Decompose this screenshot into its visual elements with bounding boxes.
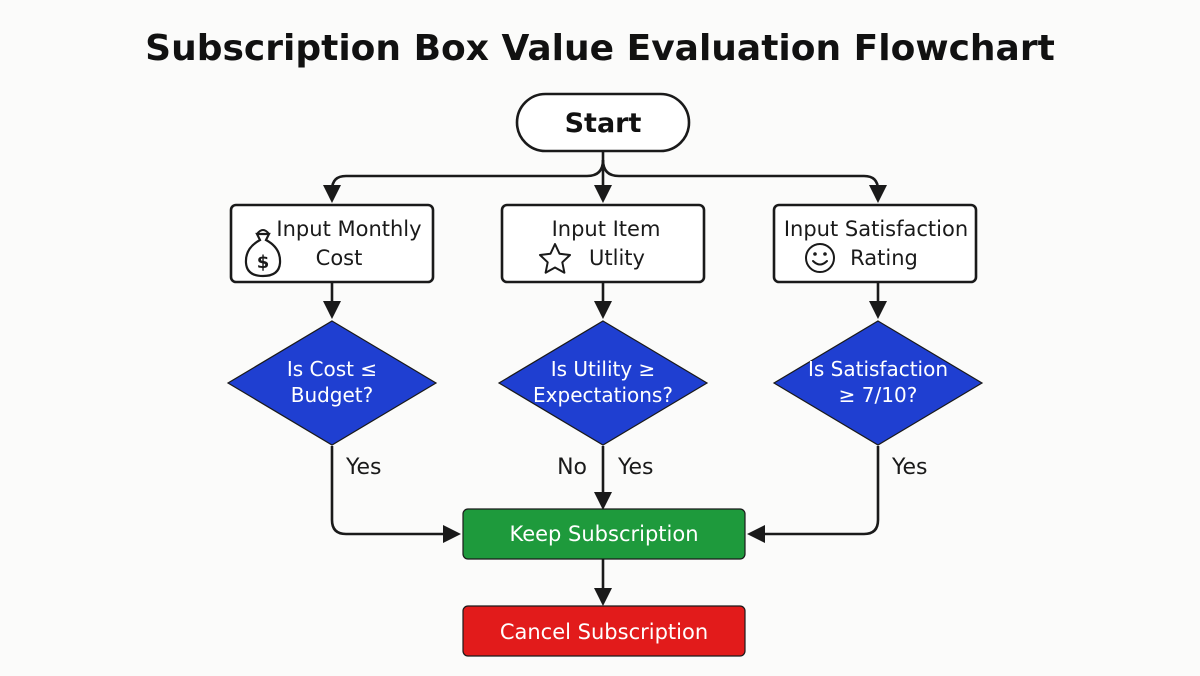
diagram-title: Subscription Box Value Evaluation Flowch… — [145, 28, 1055, 69]
start-node[interactable]: Start — [515, 92, 691, 153]
edge-label-satisfaction-yes: Yes — [891, 455, 928, 480]
input-item-utility-node[interactable]: Input Item Utlity — [500, 203, 706, 284]
input-item-utility-label-line2: Utlity — [589, 246, 645, 270]
decision-utility-expectations[interactable]: Is Utility ≥ Expectations? — [497, 320, 709, 446]
decision-cost-label-line2: Budget? — [291, 383, 374, 407]
keep-subscription-label: Keep Subscription — [509, 522, 698, 546]
input-satisfaction-label-line2: Rating — [850, 246, 918, 270]
decision-utility-label-line2: Expectations? — [533, 383, 673, 407]
input-item-utility-label-line1: Input Item — [552, 217, 661, 241]
money-bag-dollar-glyph: $ — [257, 252, 270, 273]
star-icon — [539, 243, 571, 274]
money-bag-icon: $ — [244, 229, 282, 278]
input-monthly-cost-label-line1: Input Monthly — [276, 217, 421, 241]
edge-cost-yes-to-keep — [330, 446, 462, 544]
smiley-face-icon — [805, 243, 835, 273]
decision-satisfaction-label-line1: Is Satisfaction — [808, 357, 948, 381]
edge-label-utility-no: No — [557, 455, 587, 480]
start-node-label: Start — [565, 108, 642, 139]
decision-satisfaction-rating[interactable]: Is Satisfaction ≥ 7/10? — [772, 320, 984, 446]
keep-subscription-node[interactable]: Keep Subscription — [462, 508, 746, 560]
decision-satisfaction-label-line2: ≥ 7/10? — [839, 383, 918, 407]
input-monthly-cost-label-line2: Cost — [316, 246, 363, 270]
decision-utility-label-line1: Is Utility ≥ — [551, 357, 656, 381]
edge-satisfaction-yes-to-keep — [746, 446, 880, 544]
edge-start-to-satisfaction — [601, 159, 888, 204]
decision-cost-budget[interactable]: Is Cost ≤ Budget? — [226, 320, 438, 446]
input-satisfaction-rating-node[interactable]: Input Satisfaction Rating — [772, 203, 978, 284]
edges — [322, 151, 888, 607]
input-monthly-cost-node[interactable]: $ Input Monthly Cost — [229, 203, 435, 284]
input-satisfaction-label-line1: Input Satisfaction — [784, 217, 968, 241]
decision-cost-label-line1: Is Cost ≤ — [287, 357, 377, 381]
edge-label-utility-yes: Yes — [617, 455, 654, 480]
cancel-subscription-node[interactable]: Cancel Subscription — [462, 605, 746, 657]
edge-label-cost-yes: Yes — [345, 455, 382, 480]
edge-start-to-cost — [322, 159, 605, 204]
cancel-subscription-label: Cancel Subscription — [500, 620, 708, 644]
